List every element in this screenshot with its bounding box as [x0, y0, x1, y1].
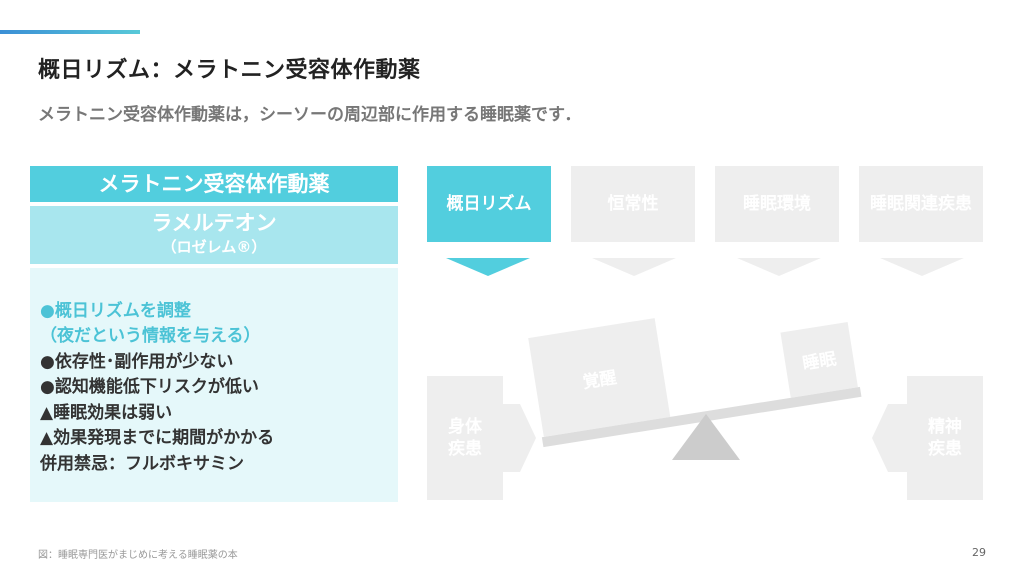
brand-name: （ロゼレム®）	[161, 238, 267, 256]
card-line: ●概日リズムを調整	[40, 301, 191, 321]
arrow-left	[872, 404, 908, 472]
sleep-block	[780, 321, 858, 398]
factor-sleep-disorder: 睡眠関連疾患	[859, 166, 983, 242]
factor-environment: 睡眠環境	[715, 166, 839, 242]
card-line: ●依存性･副作用が少ない	[40, 352, 234, 372]
card-line: ●認知機能低下リスクが低い	[40, 377, 259, 397]
factor-homeostasis: 恒常性	[571, 166, 695, 242]
arrow-down	[737, 258, 821, 276]
arrow-down-active	[446, 258, 530, 276]
card-line: （夜だという情報を与える）	[40, 326, 261, 346]
page-title: 概日リズム：メラトニン受容体作動薬	[38, 58, 421, 83]
page-subtitle: メラトニン受容体作動薬は，シーソーの周辺部に作用する睡眠薬です．	[38, 105, 582, 125]
drug-name-panel: ラメルテオン （ロゼレム®）	[30, 206, 398, 264]
mental-disease-box: 精神疾患	[907, 376, 983, 500]
drug-name: ラメルテオン	[151, 211, 277, 235]
card-body: ●概日リズムを調整 （夜だという情報を与える） ●依存性･副作用が少ない ●認知…	[30, 268, 398, 502]
factor-circadian: 概日リズム	[427, 166, 551, 242]
fulcrum	[672, 414, 740, 460]
card-line: 併用禁忌：フルボキサミン	[40, 454, 244, 474]
seesaw-plank	[541, 386, 862, 448]
page-number: 29	[972, 546, 986, 559]
accent-line	[0, 30, 140, 34]
arrow-down	[592, 258, 676, 276]
source-note: 図：睡眠専門医がまじめに考える睡眠薬の本	[38, 550, 238, 561]
card-line: ▲睡眠効果は弱い	[40, 403, 173, 423]
awake-block	[528, 318, 671, 437]
card-heading: メラトニン受容体作動薬	[30, 166, 398, 202]
physical-disease-box: 身体疾患	[427, 376, 503, 500]
arrow-right	[500, 404, 536, 472]
card-line: ▲効果発現までに期間がかかる	[40, 428, 275, 448]
arrow-down	[880, 258, 964, 276]
